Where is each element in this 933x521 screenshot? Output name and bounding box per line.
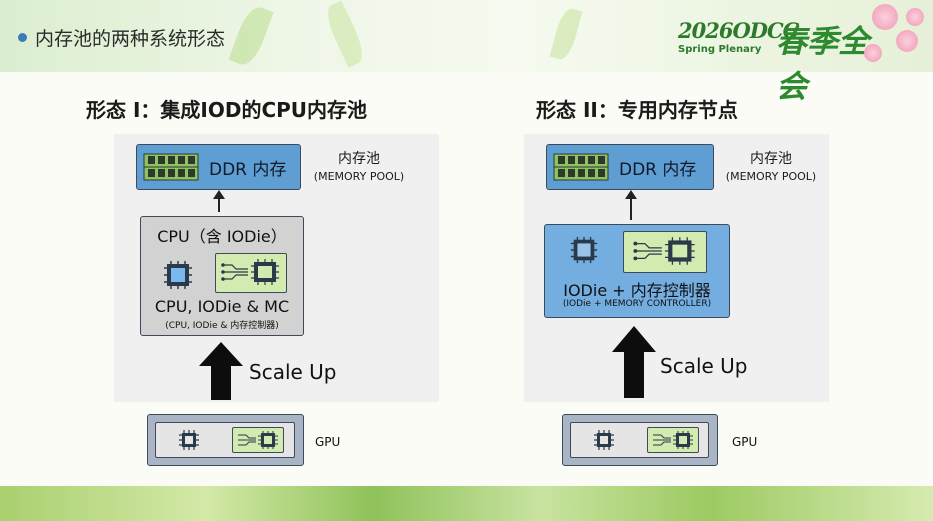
circuit-chip-icon xyxy=(653,431,693,449)
blossom-decoration xyxy=(896,30,918,52)
slide-title: 内存池的两种系统形态 xyxy=(18,24,225,51)
right-ddr-box: DDR 内存 xyxy=(546,144,714,190)
circuit-chip-icon xyxy=(633,237,695,265)
circuit-chip-icon xyxy=(238,431,278,449)
left-pool-label: 内存池 (MEMORY POOL) xyxy=(304,150,414,186)
footer-band xyxy=(0,486,933,521)
left-cpu-sub: (CPU, IODie & 内存控制器) xyxy=(165,321,279,331)
left-gpu-green-chip xyxy=(232,427,284,453)
right-scale-up-arrow xyxy=(612,326,656,398)
header-band xyxy=(0,0,933,72)
right-pool-sub: (MEMORY POOL) xyxy=(725,170,817,183)
iodie-chip-icon xyxy=(570,236,598,264)
circuit-chip-icon xyxy=(221,259,279,285)
right-gpu-green-chip xyxy=(647,427,699,453)
right-pool-title: 内存池 xyxy=(750,151,792,167)
right-ddr-label: DDR 内存 xyxy=(619,159,697,180)
left-pool-title: 内存池 xyxy=(338,151,380,167)
left-cpu-line: CPU, IODie & MC xyxy=(154,297,290,316)
right-gpu-box xyxy=(562,414,718,466)
right-node-sub: (IODie + MEMORY CONTROLLER) xyxy=(562,299,712,309)
left-scale-label: Scale Up xyxy=(249,360,337,384)
left-gpu-box xyxy=(147,414,304,466)
logo-event: 2026ODCC xyxy=(678,18,799,43)
blossom-decoration xyxy=(864,44,882,62)
odcc-logo: 2026ODCC Spring Plenary 春季全会 xyxy=(672,14,892,105)
left-cpu-title: CPU（含 IODie） xyxy=(157,227,287,246)
left-ddr-box: DDR 内存 xyxy=(136,144,301,190)
left-scale-up-arrow xyxy=(199,342,243,400)
ram-stick-icon xyxy=(553,153,609,181)
right-node-box: IODie + 内存控制器 (IODie + MEMORY CONTROLLER… xyxy=(544,224,730,318)
right-link-arrow xyxy=(625,190,637,220)
ram-stick-icon xyxy=(143,153,199,181)
right-node-title: IODie + 内存控制器 xyxy=(563,281,711,300)
logo-subtitle: Spring Plenary xyxy=(678,44,762,55)
left-pool-sub: (MEMORY POOL) xyxy=(313,170,405,183)
logo-cn: 春季全会 xyxy=(776,24,869,105)
right-pool-label: 内存池 (MEMORY POOL) xyxy=(716,150,826,186)
right-scale-label: Scale Up xyxy=(660,354,748,378)
left-cpu-box: CPU（含 IODie） CPU, IODie & MC (CPU, IODie… xyxy=(140,216,304,336)
left-gpu-card xyxy=(155,422,295,458)
right-mc-chip xyxy=(623,231,707,273)
left-iodie-chip xyxy=(215,253,287,293)
cpu-chip-icon xyxy=(164,261,192,289)
blossom-decoration xyxy=(906,8,924,26)
bullet-icon xyxy=(18,33,27,42)
gpu-chip-icon xyxy=(179,430,199,450)
right-title: 形态 II：专用内存节点 xyxy=(536,98,738,122)
left-ddr-label: DDR 内存 xyxy=(209,159,287,180)
left-gpu-label: GPU xyxy=(315,435,341,449)
gpu-chip-icon xyxy=(594,430,614,450)
slide-title-text: 内存池的两种系统形态 xyxy=(35,28,226,50)
left-title: 形态 I：集成IOD的CPU内存池 xyxy=(86,98,368,122)
left-link-arrow xyxy=(213,190,225,212)
right-gpu-card xyxy=(570,422,709,458)
blossom-decoration xyxy=(872,4,898,30)
right-gpu-label: GPU xyxy=(732,435,758,449)
